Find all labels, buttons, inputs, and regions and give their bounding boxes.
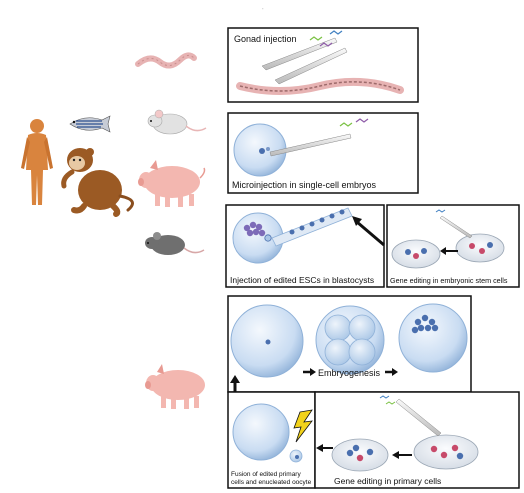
esc-injection-label: Injection of edited ESCs in blastocysts [230,275,374,285]
gonad-injection-label: Gonad injection [234,34,297,44]
worm [138,55,194,65]
esc-editing-label: Gene editing in embryonic stem cells [390,276,508,285]
primary-editing-panel [315,392,519,488]
embryogenesis-label: Embryogenesis [318,368,381,378]
esc-editing-panel [387,205,519,287]
primary-editing-label: Gene editing in primary cells [334,476,441,486]
monkey [64,148,133,214]
top-mark: ˙ [262,8,264,16]
pig-lower [145,364,205,409]
fusion-label-line2: cells and enucleated oocyte [231,479,312,486]
human-figure [21,119,53,205]
mouse-white [148,110,206,134]
zebrafish [70,116,110,132]
pig-upper [138,160,205,207]
microinjection-label: Microinjection in single-cell embryos [232,180,377,190]
mouse-gray [145,232,204,255]
fusion-label-line1: Fusion of edited primary [231,471,301,478]
